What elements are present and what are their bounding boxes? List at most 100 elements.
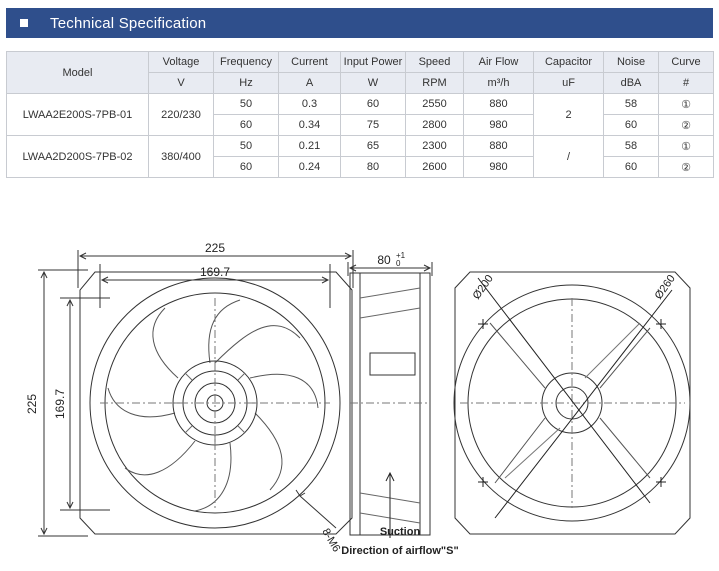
arrow-icon bbox=[321, 276, 330, 284]
arrow-icon bbox=[295, 489, 306, 497]
table-row: LWAA2D200S-7PB-02 380/400 50 0.21 65 230… bbox=[6, 135, 714, 178]
fan-blade bbox=[214, 325, 301, 364]
col-header-current: Current bbox=[278, 51, 341, 73]
arrow-icon bbox=[66, 298, 74, 307]
dim-width-label: 225 bbox=[205, 241, 225, 255]
fan-blade bbox=[208, 299, 241, 364]
curve-cell: ① bbox=[658, 135, 714, 157]
section-title: Technical Specification bbox=[50, 14, 207, 32]
unit-capacitor: uF bbox=[533, 72, 604, 94]
speed-cell: 2550 bbox=[405, 93, 464, 115]
fan-blade bbox=[107, 387, 176, 418]
table-row: 60 0.34 75 2800 980 60 ② bbox=[7, 114, 714, 136]
unit-noise: dBA bbox=[603, 72, 659, 94]
noise-cell: 58 bbox=[603, 135, 659, 157]
model-name: LWAA2D200S-7PB-02 bbox=[6, 135, 149, 178]
front-view: 225 169.7 225 169.7 bbox=[25, 241, 354, 554]
curve-cell: ② bbox=[658, 156, 714, 178]
rear-strut bbox=[489, 322, 651, 484]
dim-d200-label: Ø200 bbox=[471, 273, 496, 302]
fan-blade bbox=[194, 442, 232, 512]
speed-cell: 2600 bbox=[405, 156, 464, 178]
noise-cell: 60 bbox=[603, 156, 659, 178]
col-header-noise: Noise bbox=[603, 51, 659, 73]
table-header-row: Model Voltage Frequency Current Input Po… bbox=[6, 51, 714, 94]
fan-blade bbox=[254, 412, 283, 491]
col-header-voltage: Voltage bbox=[148, 51, 214, 73]
airflow-arrow-icon bbox=[385, 471, 395, 482]
arrow-icon bbox=[40, 527, 48, 536]
spec-table: Model Voltage Frequency Current Input Po… bbox=[6, 51, 714, 178]
speed-cell: 2800 bbox=[405, 114, 464, 136]
col-header-frequency: Frequency bbox=[213, 51, 279, 73]
side-view: 80 +1 0 Suction Direction of airflow"S" bbox=[341, 251, 458, 557]
unit-current: A bbox=[278, 72, 341, 94]
unit-frequency: Hz bbox=[213, 72, 279, 94]
rear-housing bbox=[454, 271, 691, 535]
table-row: 60 0.24 80 2600 980 60 ② bbox=[7, 156, 714, 178]
capacitor-cell: 2 bbox=[533, 93, 604, 136]
power-cell: 60 bbox=[340, 93, 406, 115]
dim-depth-label: 80 bbox=[377, 253, 391, 267]
curve-cell: ② bbox=[658, 114, 714, 136]
capacitor-cell: / bbox=[533, 135, 604, 178]
square-bullet-icon bbox=[20, 19, 28, 27]
col-header-input-power: Input Power bbox=[340, 51, 406, 73]
arrow-icon bbox=[100, 276, 109, 284]
frequency-cell: 60 bbox=[213, 156, 279, 178]
arrow-icon bbox=[344, 252, 353, 260]
unit-power: W bbox=[340, 72, 406, 94]
mount-hole-mark bbox=[478, 319, 666, 487]
airflow-direction-label: Direction of airflow"S" bbox=[341, 545, 458, 557]
dim-height-label: 225 bbox=[25, 394, 39, 414]
unit-airflow: m³/h bbox=[463, 72, 534, 94]
dim-inner-height-label: 169.7 bbox=[53, 389, 67, 419]
hub-rib bbox=[237, 425, 246, 434]
fan-blade bbox=[124, 440, 196, 476]
dim-d260-label: Ø260 bbox=[653, 273, 678, 302]
side-strut bbox=[359, 287, 421, 524]
fan-technical-drawing: 225 169.7 225 169.7 bbox=[25, 241, 691, 557]
leader-d200 bbox=[477, 277, 651, 504]
current-cell: 0.21 bbox=[278, 135, 341, 157]
hub-rib bbox=[237, 372, 246, 381]
suction-label: Suction bbox=[380, 526, 421, 538]
rear-ring-outer bbox=[453, 284, 691, 522]
model-name: LWAA2E200S-7PB-01 bbox=[6, 93, 149, 136]
arrow-icon bbox=[78, 252, 87, 260]
arrow-icon bbox=[66, 501, 74, 510]
airflow-cell: 980 bbox=[463, 114, 534, 136]
rear-rib bbox=[504, 322, 641, 479]
airflow-cell: 980 bbox=[463, 156, 534, 178]
curve-cell: ① bbox=[658, 93, 714, 115]
dim-depth-tolerance-upper: +1 bbox=[396, 251, 406, 260]
frequency-cell: 50 bbox=[213, 135, 279, 157]
col-header-air-flow: Air Flow bbox=[463, 51, 534, 73]
power-cell: 80 bbox=[340, 156, 406, 178]
col-header-curve: Curve bbox=[658, 51, 714, 73]
fan-housing bbox=[79, 271, 353, 535]
rear-view: Ø200 Ø260 bbox=[453, 271, 691, 535]
unit-voltage: V bbox=[148, 72, 214, 94]
voltage-cell: 380/400 bbox=[148, 135, 214, 178]
leader-line bbox=[299, 495, 337, 529]
voltage-cell: 220/230 bbox=[148, 93, 214, 136]
noise-cell: 60 bbox=[603, 114, 659, 136]
section-header: Technical Specification bbox=[6, 8, 713, 38]
fan-blade bbox=[152, 307, 179, 379]
col-header-model: Model bbox=[6, 51, 149, 94]
fan-blades bbox=[107, 299, 319, 512]
fan-ring-outer bbox=[89, 277, 341, 529]
arrow-icon bbox=[40, 270, 48, 279]
frequency-cell: 60 bbox=[213, 114, 279, 136]
frequency-cell: 50 bbox=[213, 93, 279, 115]
table-units-row: V Hz A W RPM m³/h uF dBA # bbox=[7, 72, 714, 94]
col-header-speed: Speed bbox=[405, 51, 464, 73]
power-cell: 65 bbox=[340, 135, 406, 157]
leader-d260 bbox=[494, 289, 673, 519]
airflow-cell: 880 bbox=[463, 135, 534, 157]
power-cell: 75 bbox=[340, 114, 406, 136]
speed-cell: 2300 bbox=[405, 135, 464, 157]
current-cell: 0.24 bbox=[278, 156, 341, 178]
table-row: LWAA2E200S-7PB-01 220/230 50 0.3 60 2550… bbox=[6, 93, 714, 136]
